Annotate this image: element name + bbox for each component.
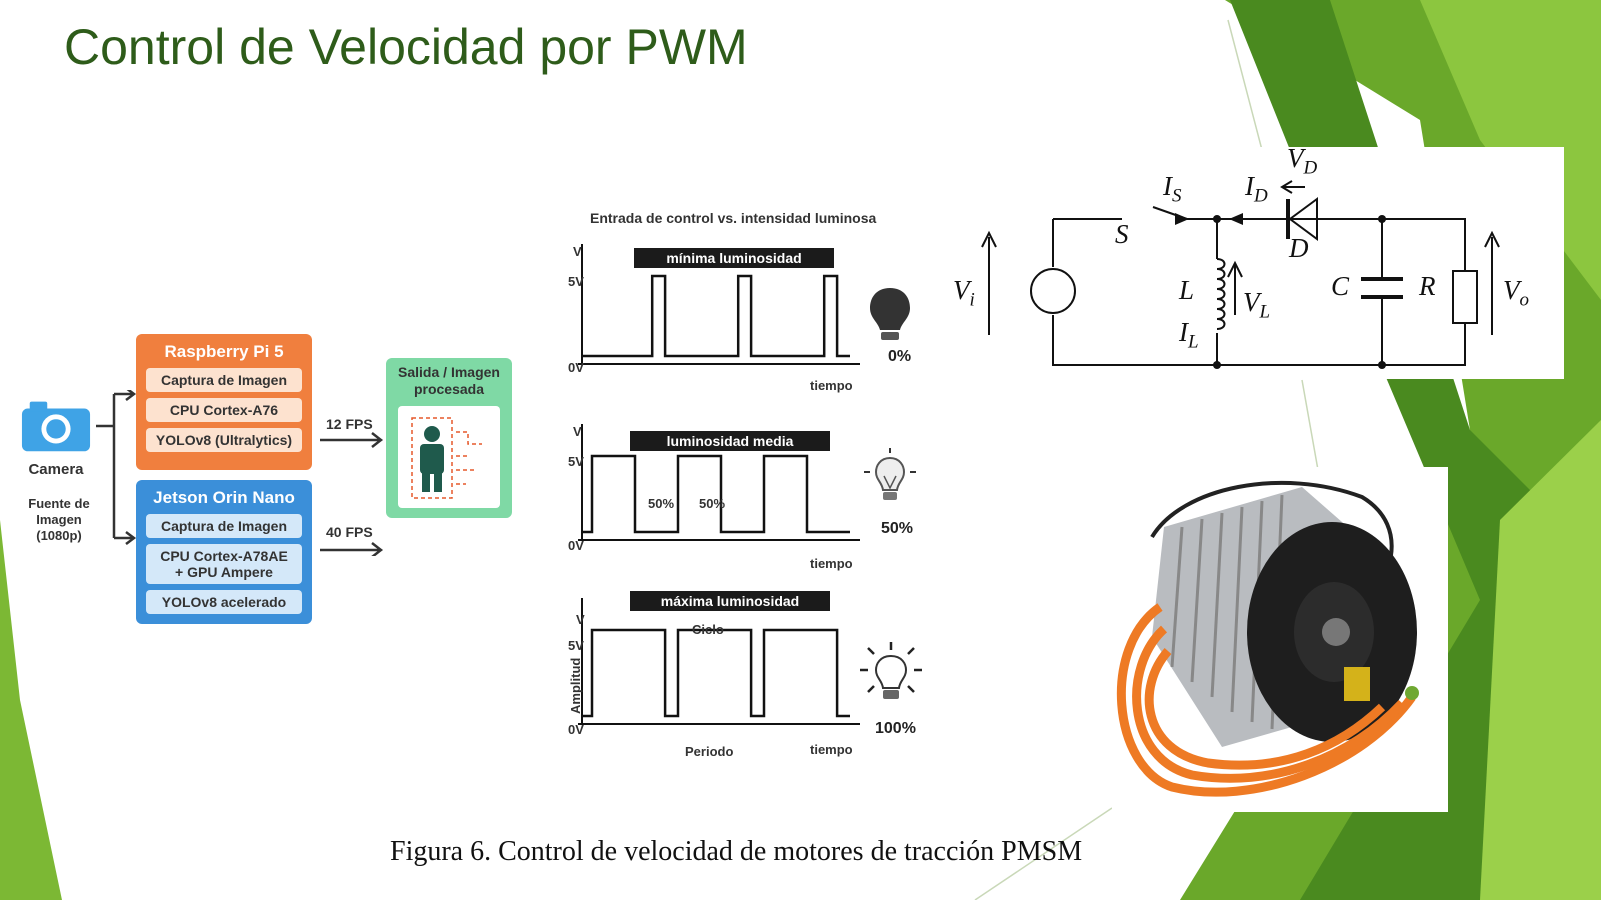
jetson-item-line: + GPU Ampere [175, 564, 273, 580]
label-d: D [1289, 233, 1309, 263]
pmsm-motor-icon [1116, 480, 1419, 797]
fps-arrows [320, 432, 384, 556]
pwm-axis-time: tiempo [810, 378, 853, 393]
pwm-percent: 0% [888, 348, 912, 365]
camera-split-arrows [96, 390, 137, 545]
pwm-axis-time: tiempo [810, 556, 853, 571]
pwm-axis-amplitude: Amplitud [568, 657, 583, 714]
pwm-axis-0v: 0V [568, 360, 584, 375]
pwm-axis-5v: 5V [568, 454, 584, 469]
pwm-waveform [582, 628, 850, 718]
circuit-schematic [981, 180, 1500, 369]
label-vd: VD [1287, 143, 1318, 179]
figure-caption: Figura 6. Control de velocidad de motore… [390, 836, 1083, 867]
deco-line [1227, 19, 1263, 151]
label-is: IS [1163, 171, 1182, 207]
output-title-line: Salida / Imagen [398, 364, 500, 380]
label-il: IL [1179, 317, 1199, 353]
pwm-percent: 50% [881, 520, 914, 537]
label-r: R [1419, 271, 1436, 301]
jetson-item: CPU Cortex-A78AE + GPU Ampere [146, 544, 302, 584]
label-vi: Vi [953, 275, 975, 311]
bulb-off-icon [870, 288, 910, 340]
motor-photo-box [1112, 467, 1448, 812]
camera-icon [21, 401, 91, 452]
raspberry-pi-board: Raspberry Pi 5 Captura de Imagen CPU Cor… [136, 334, 312, 470]
pwm-axis-v: V [576, 612, 585, 627]
pwm-axis-5v: 5V [568, 638, 584, 653]
pwm-axis-0v: 0V [568, 722, 584, 737]
output-title-line: procesada [413, 381, 485, 397]
jetson-fps: 40 FPS [326, 524, 373, 540]
pwm-percent: 100% [875, 720, 916, 737]
pwm-signals [578, 244, 860, 725]
output-title: Salida / Imagen procesada [392, 364, 506, 398]
deco-line [974, 807, 1113, 900]
jetson-item-line: CPU Cortex-A78AE [160, 548, 288, 564]
camera-sub-line: (1080p) [36, 528, 82, 543]
jetson-item: YOLOv8 acelerado [146, 590, 302, 614]
pwm-axis-time: tiempo [810, 742, 853, 757]
rpi-fps: 12 FPS [326, 416, 373, 432]
camera-sub-line: Fuente de [28, 496, 90, 511]
label-l: L [1179, 275, 1195, 305]
jetson-board: Jetson Orin Nano Captura de Imagen CPU C… [136, 480, 312, 624]
pwm-axis-5v: 5V [568, 274, 584, 289]
pwm-waveform [582, 454, 850, 534]
rpi-item: CPU Cortex-A76 [146, 398, 302, 422]
pwm-duty-mark: 50% [648, 496, 675, 511]
deco-green-left [0, 520, 62, 900]
pwm-title: Entrada de control vs. intensidad lumino… [590, 210, 877, 226]
jetson-item: Captura de Imagen [146, 514, 302, 538]
label-c: C [1331, 271, 1350, 301]
pwm-waveform [582, 274, 850, 358]
pwm-band-min: mínima luminosidad [634, 248, 834, 268]
pwm-axis-v: V [573, 424, 582, 439]
label-vl: VL [1243, 287, 1271, 323]
label-vo: Vo [1503, 275, 1529, 311]
buck-boost-circuit: VD IS ID S D Vi L VL IL C R Vo [953, 143, 1564, 379]
pwm-cycle-label: Ciclo [692, 622, 724, 637]
pwm-period-label: Periodo [685, 744, 734, 759]
label-s: S [1115, 219, 1129, 249]
rpi-item: YOLOv8 (Ultralytics) [146, 428, 302, 452]
camera-sub-line: Imagen [36, 512, 82, 527]
pwm-duty-mark: 50% [699, 496, 726, 511]
output-panel [398, 406, 500, 508]
pwm-axis-0v: 0V [568, 538, 584, 553]
camera-label: Camera [28, 461, 84, 478]
pwm-band-max: máxima luminosidad [630, 591, 830, 611]
person-detection-icon [411, 417, 482, 499]
deco-green-light-bottom [1480, 420, 1601, 900]
label-id: ID [1245, 171, 1268, 207]
slide-title: Control de Velocidad por PWM [64, 19, 748, 75]
jetson-title: Jetson Orin Nano [153, 488, 295, 507]
rpi-item: Captura de Imagen [146, 368, 302, 392]
camera-sub: Fuente de Imagen (1080p) [14, 496, 104, 544]
rpi-title: Raspberry Pi 5 [164, 342, 284, 361]
output-box: Salida / Imagen procesada [386, 358, 512, 518]
pwm-axis-v: V [573, 244, 582, 259]
deco-line [1301, 379, 1319, 471]
pwm-band-mid: luminosidad media [630, 431, 830, 451]
bulb-dim-icon [864, 448, 916, 500]
bulb-bright-icon [860, 642, 922, 699]
